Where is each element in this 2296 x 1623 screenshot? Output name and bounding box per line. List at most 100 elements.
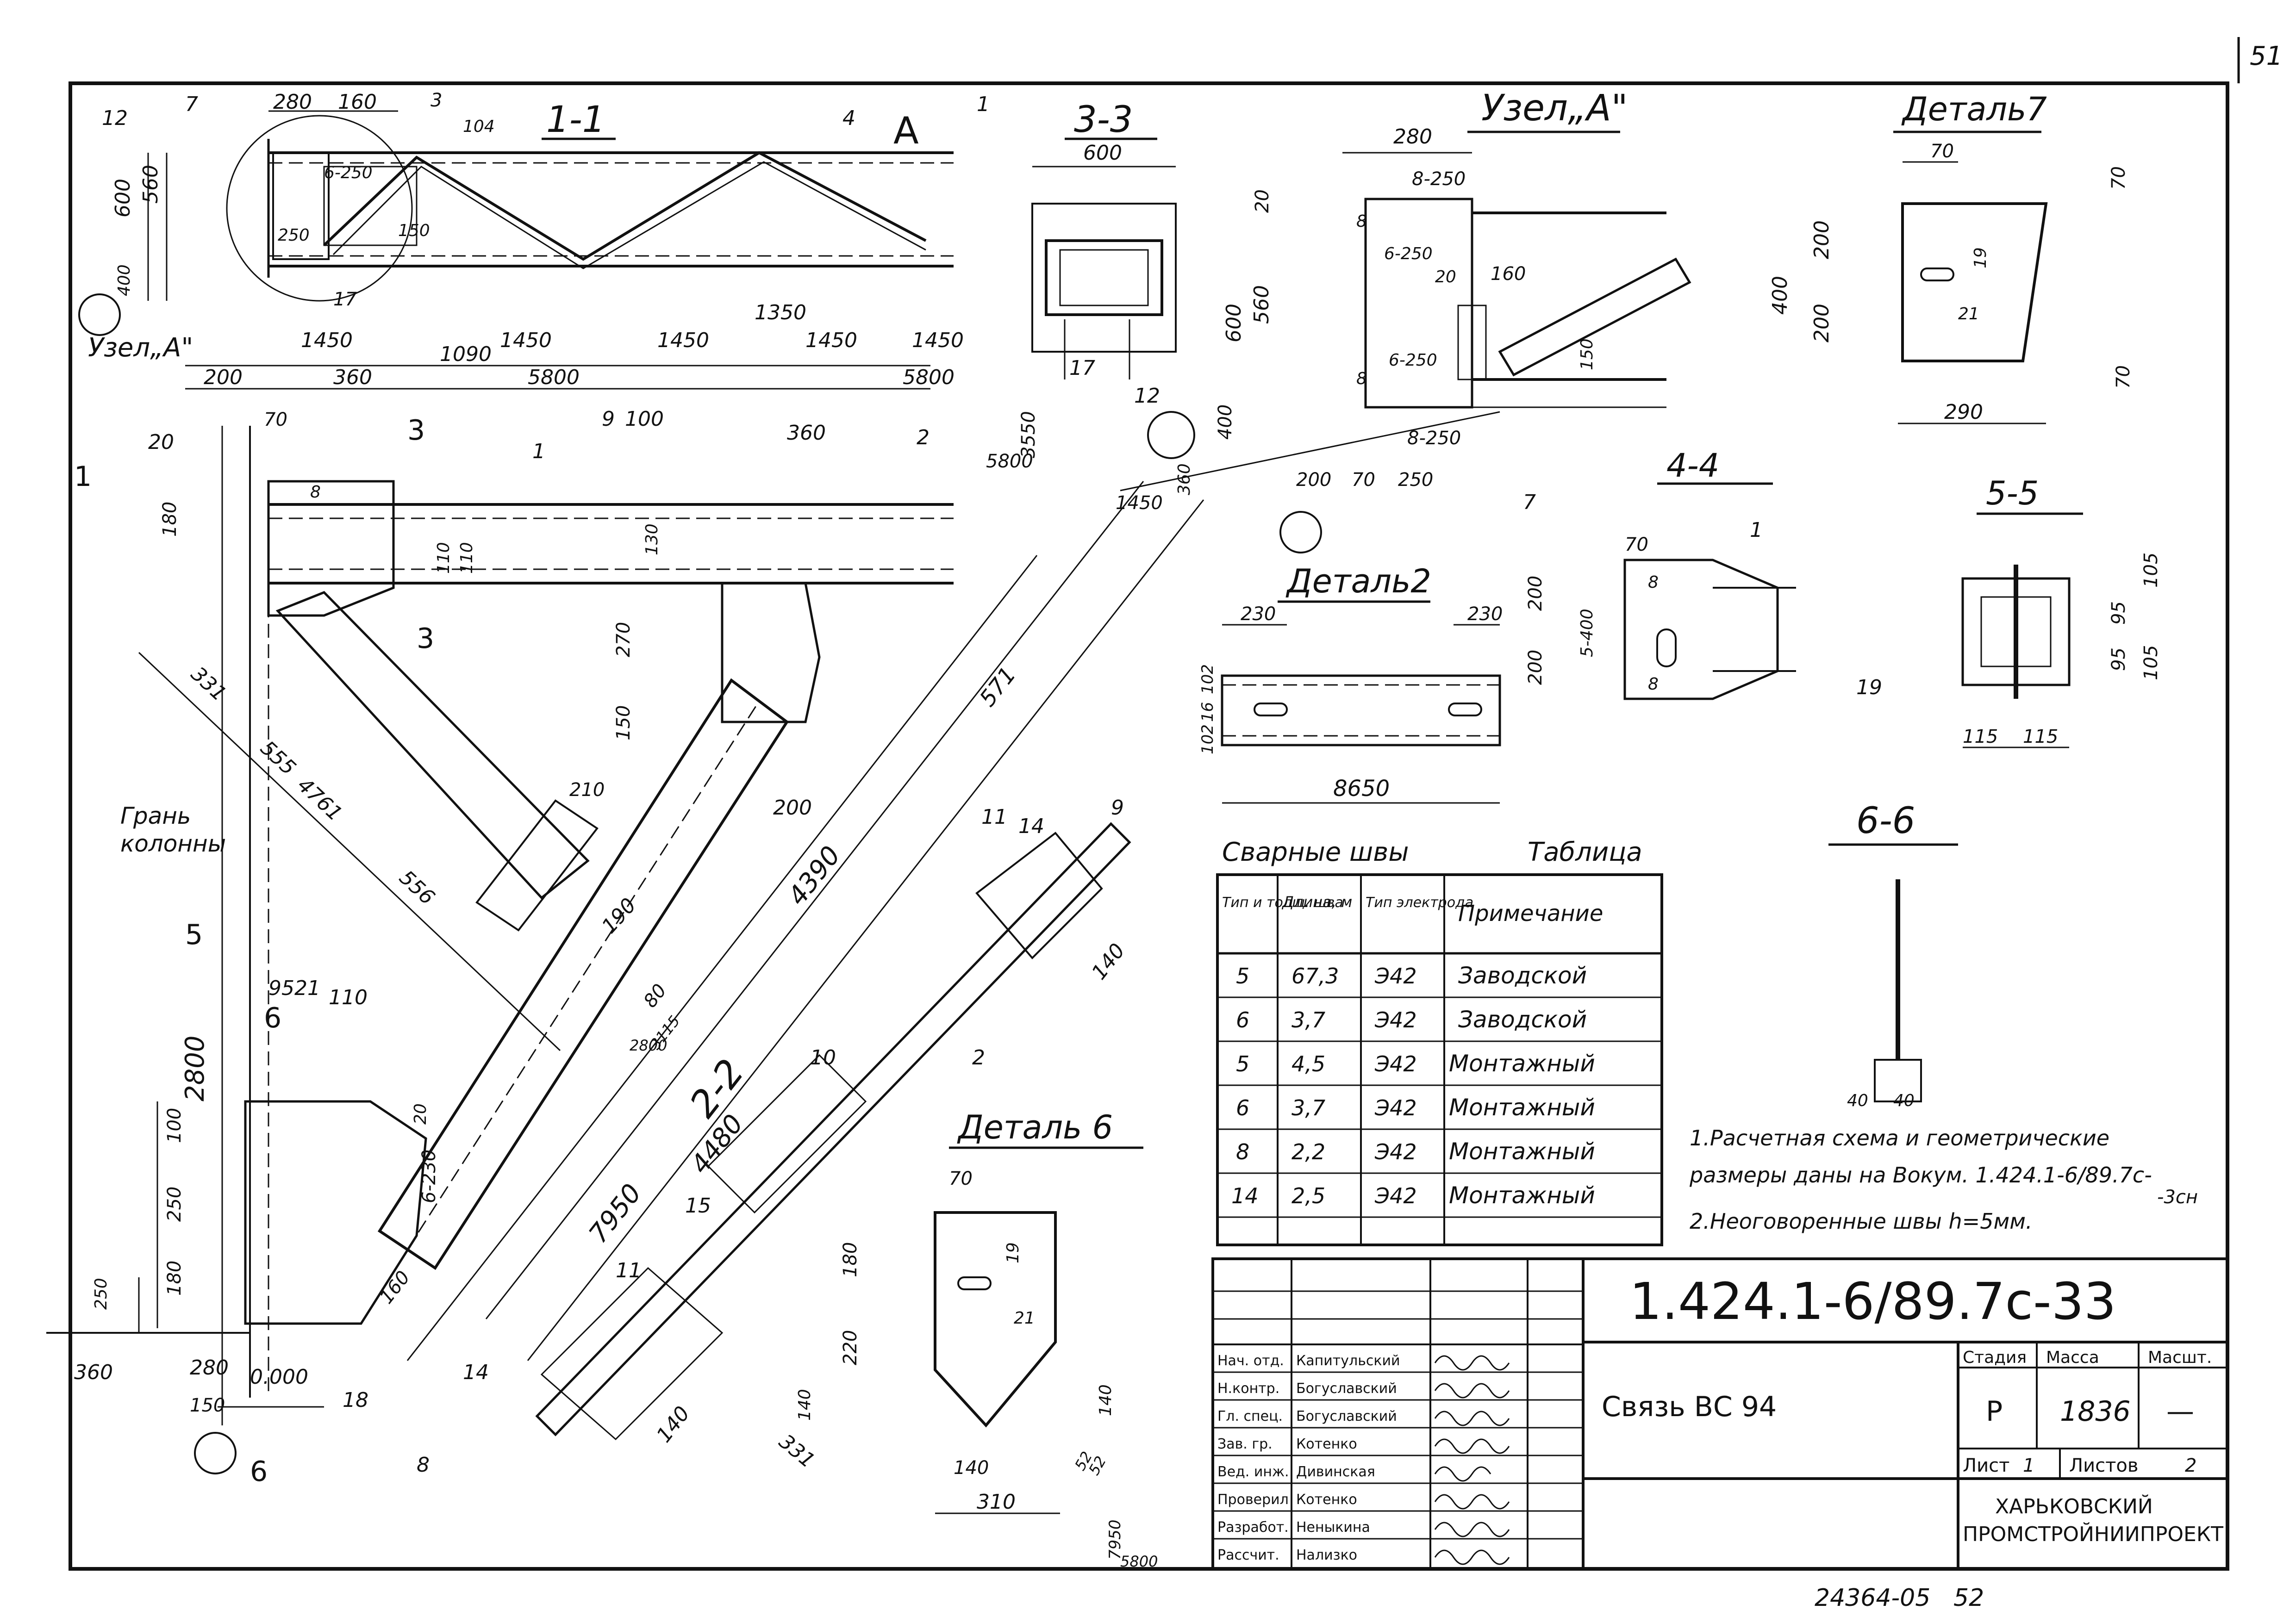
dim: 140 [795,1389,814,1421]
dim: 280 [273,90,312,114]
mass-label: Масса [2046,1348,2099,1367]
weld-table-header: Длина, м [1281,893,1352,911]
table-row: 6 3,7 Э42 Монтажный [1236,1094,1595,1121]
weld-type: 6 [1236,1095,1249,1120]
weld-table-caption: Сварные швы [1222,837,1409,867]
dim: 200 [1296,469,1331,491]
weld-note: Монтажный [1449,1094,1595,1121]
dim: 115 [2023,726,2058,747]
dim: 8-250 [1407,428,1461,449]
dim: 150 [398,221,430,240]
stage-value: Р [1986,1395,2003,1428]
dim: 110 [329,986,368,1009]
dim: 130 [643,523,661,555]
section-6-6: 6-6 40 40 [1828,800,1958,1110]
title-block: Нач. отд. Капитульский Н.контр. Богуслав… [1211,1257,2229,1570]
mass-value: 1836 [2060,1395,2131,1428]
table-row: 5 4,5 Э42 Монтажный [1236,1050,1595,1077]
dim: 11 [616,1259,642,1282]
dim: 571 [974,662,1021,712]
dim: 9 [602,407,615,431]
dim: 200 [1525,576,1546,611]
detail-2-title: Деталь2 [1285,562,1431,600]
dim: 95 [2108,601,2129,625]
dim: 1450 [500,329,552,352]
person-name: Нализко [1296,1547,1357,1563]
dim: 1450 [912,329,964,352]
person-name: Дивинская [1296,1464,1375,1480]
role: Н.контр. [1217,1380,1279,1397]
weld-type: 6 [1236,1007,1249,1032]
note-line: размеры даны на Вокум. 1.424.1-6/89.7с- [1689,1163,2152,1188]
dim: 250 [92,1278,111,1310]
section-mark-3: 3 [407,414,425,447]
sheet-label: Лист [1963,1455,2009,1476]
dim: 40 [1893,1091,1915,1110]
dim: 6-250 [1384,244,1433,263]
section-1-1: 1-1 280 160 3 104 7 12 600 560 400 6-250… [78,90,1039,472]
role: Гл. спец. [1217,1408,1283,1424]
weld-electrode: Э42 [1374,1051,1417,1076]
dim: 12 [1134,384,1160,408]
weld-length: 3,7 [1292,1007,1325,1032]
role: Вед. инж. [1217,1464,1289,1480]
weld-type: 8 [1236,1139,1249,1164]
note-line: 1.Расчетная схема и геометрические [1690,1126,2109,1150]
dim: 200 [1525,650,1546,685]
section-1-1-title: 1-1 [546,99,605,141]
dim: 70 [1352,469,1375,491]
signature-row: Н.контр. Богуславский [1217,1380,1397,1397]
node-a-view: Узел„А" 280 8-250 20 8 6-250 20 160 600 … [1116,87,1691,553]
section-mark-3b: 3 [417,622,434,655]
dim: 70 [264,409,287,430]
section-4-4-title: 4-4 [1666,447,1719,485]
dim: 280 [190,1356,229,1380]
dim: 180 [164,1261,185,1296]
dim: 1 [532,440,545,463]
drawing-name: Связь ВС 94 [1602,1391,1777,1423]
role: Проверил [1217,1492,1289,1508]
dim: 9521 [268,976,320,1000]
signature-row: Вед. инж. Дивинская [1217,1464,1375,1480]
sheet-frame: 51 [69,37,2283,1571]
detail-2: Деталь2 230 230 102 16 102 8650 [1198,562,1503,804]
node-a-title: Узел„А" [1481,87,1628,129]
weld-type: 14 [1231,1183,1259,1208]
signature-row: Гл. спец. Богуславский [1217,1408,1397,1424]
axis-bubble [194,1432,237,1474]
main-view: Грань колонны 1 3 3 5 [46,409,1204,1488]
dim: 140 [652,1402,694,1447]
signature-row: Проверил Котенко [1217,1492,1357,1508]
dim: 21 [1958,305,1979,323]
organization-name: ПРОМСТРОЙНИИПРОЕКТ [1963,1522,2223,1546]
dim: 2800 [630,1037,667,1054]
section-mark-1: 1 [74,460,92,493]
sheets-label: Листов [2069,1455,2138,1476]
page-number: 51 [2250,41,2283,71]
axis-bubble [78,293,121,336]
dim: 102 [1198,724,1217,754]
dim: 8 [1648,573,1659,592]
weld-table-header: Примечание [1458,901,1603,927]
dim: 150 [190,1395,225,1416]
detail-6: Деталь 6 70 180 19 220 21 140 140 331 14… [774,1108,1158,1570]
sheets-value: 2 [2185,1455,2196,1476]
signature-row: Зав. гр. Котенко [1217,1436,1357,1452]
dim: 310 [977,1490,1016,1514]
detail-7: Деталь7 70 70 200 400 200 19 21 70 290 [1768,90,2134,424]
note-line: -3сн [2157,1187,2198,1208]
axis-bubble [1147,411,1195,459]
role: Рассчит. [1217,1547,1279,1563]
drawing-code: 1.424.1-6/89.7с-33 [1629,1272,2116,1331]
weld-electrode: Э42 [1374,1183,1417,1208]
dim: 95 [2108,647,2129,671]
weld-table-header: Тип электрода [1366,895,1473,911]
dim: 19 [1004,1242,1023,1263]
dim: 331 [774,1430,819,1473]
dim: 7 [185,93,198,116]
weld-length: 3,7 [1292,1095,1325,1120]
dim: 331 [186,662,231,706]
person-name: Богуславский [1296,1408,1397,1424]
signature-row: Разработ. Неныкина [1217,1519,1370,1536]
